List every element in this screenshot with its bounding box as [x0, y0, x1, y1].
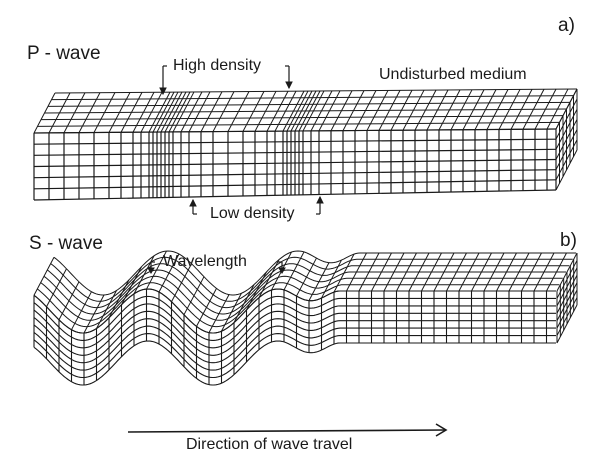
s-wave-title: S - wave: [29, 233, 103, 254]
panel-b-label: b): [560, 230, 577, 251]
p-wave-block: [33, 88, 578, 201]
direction-arrow: [127, 423, 448, 437]
p-wave-density-arrows: [159, 65, 324, 215]
wavelength-label: Wavelength: [163, 253, 247, 270]
s-wave-block: [33, 250, 578, 386]
direction-label: Direction of wave travel: [186, 436, 353, 453]
p-wave-title: P - wave: [27, 43, 101, 64]
undisturbed-medium-label: Undisturbed medium: [379, 66, 527, 83]
wavelength-arrows: [147, 261, 286, 274]
low-density-label: Low density: [210, 205, 295, 222]
high-density-label: High density: [173, 57, 262, 74]
panel-a-label: a): [558, 15, 575, 36]
